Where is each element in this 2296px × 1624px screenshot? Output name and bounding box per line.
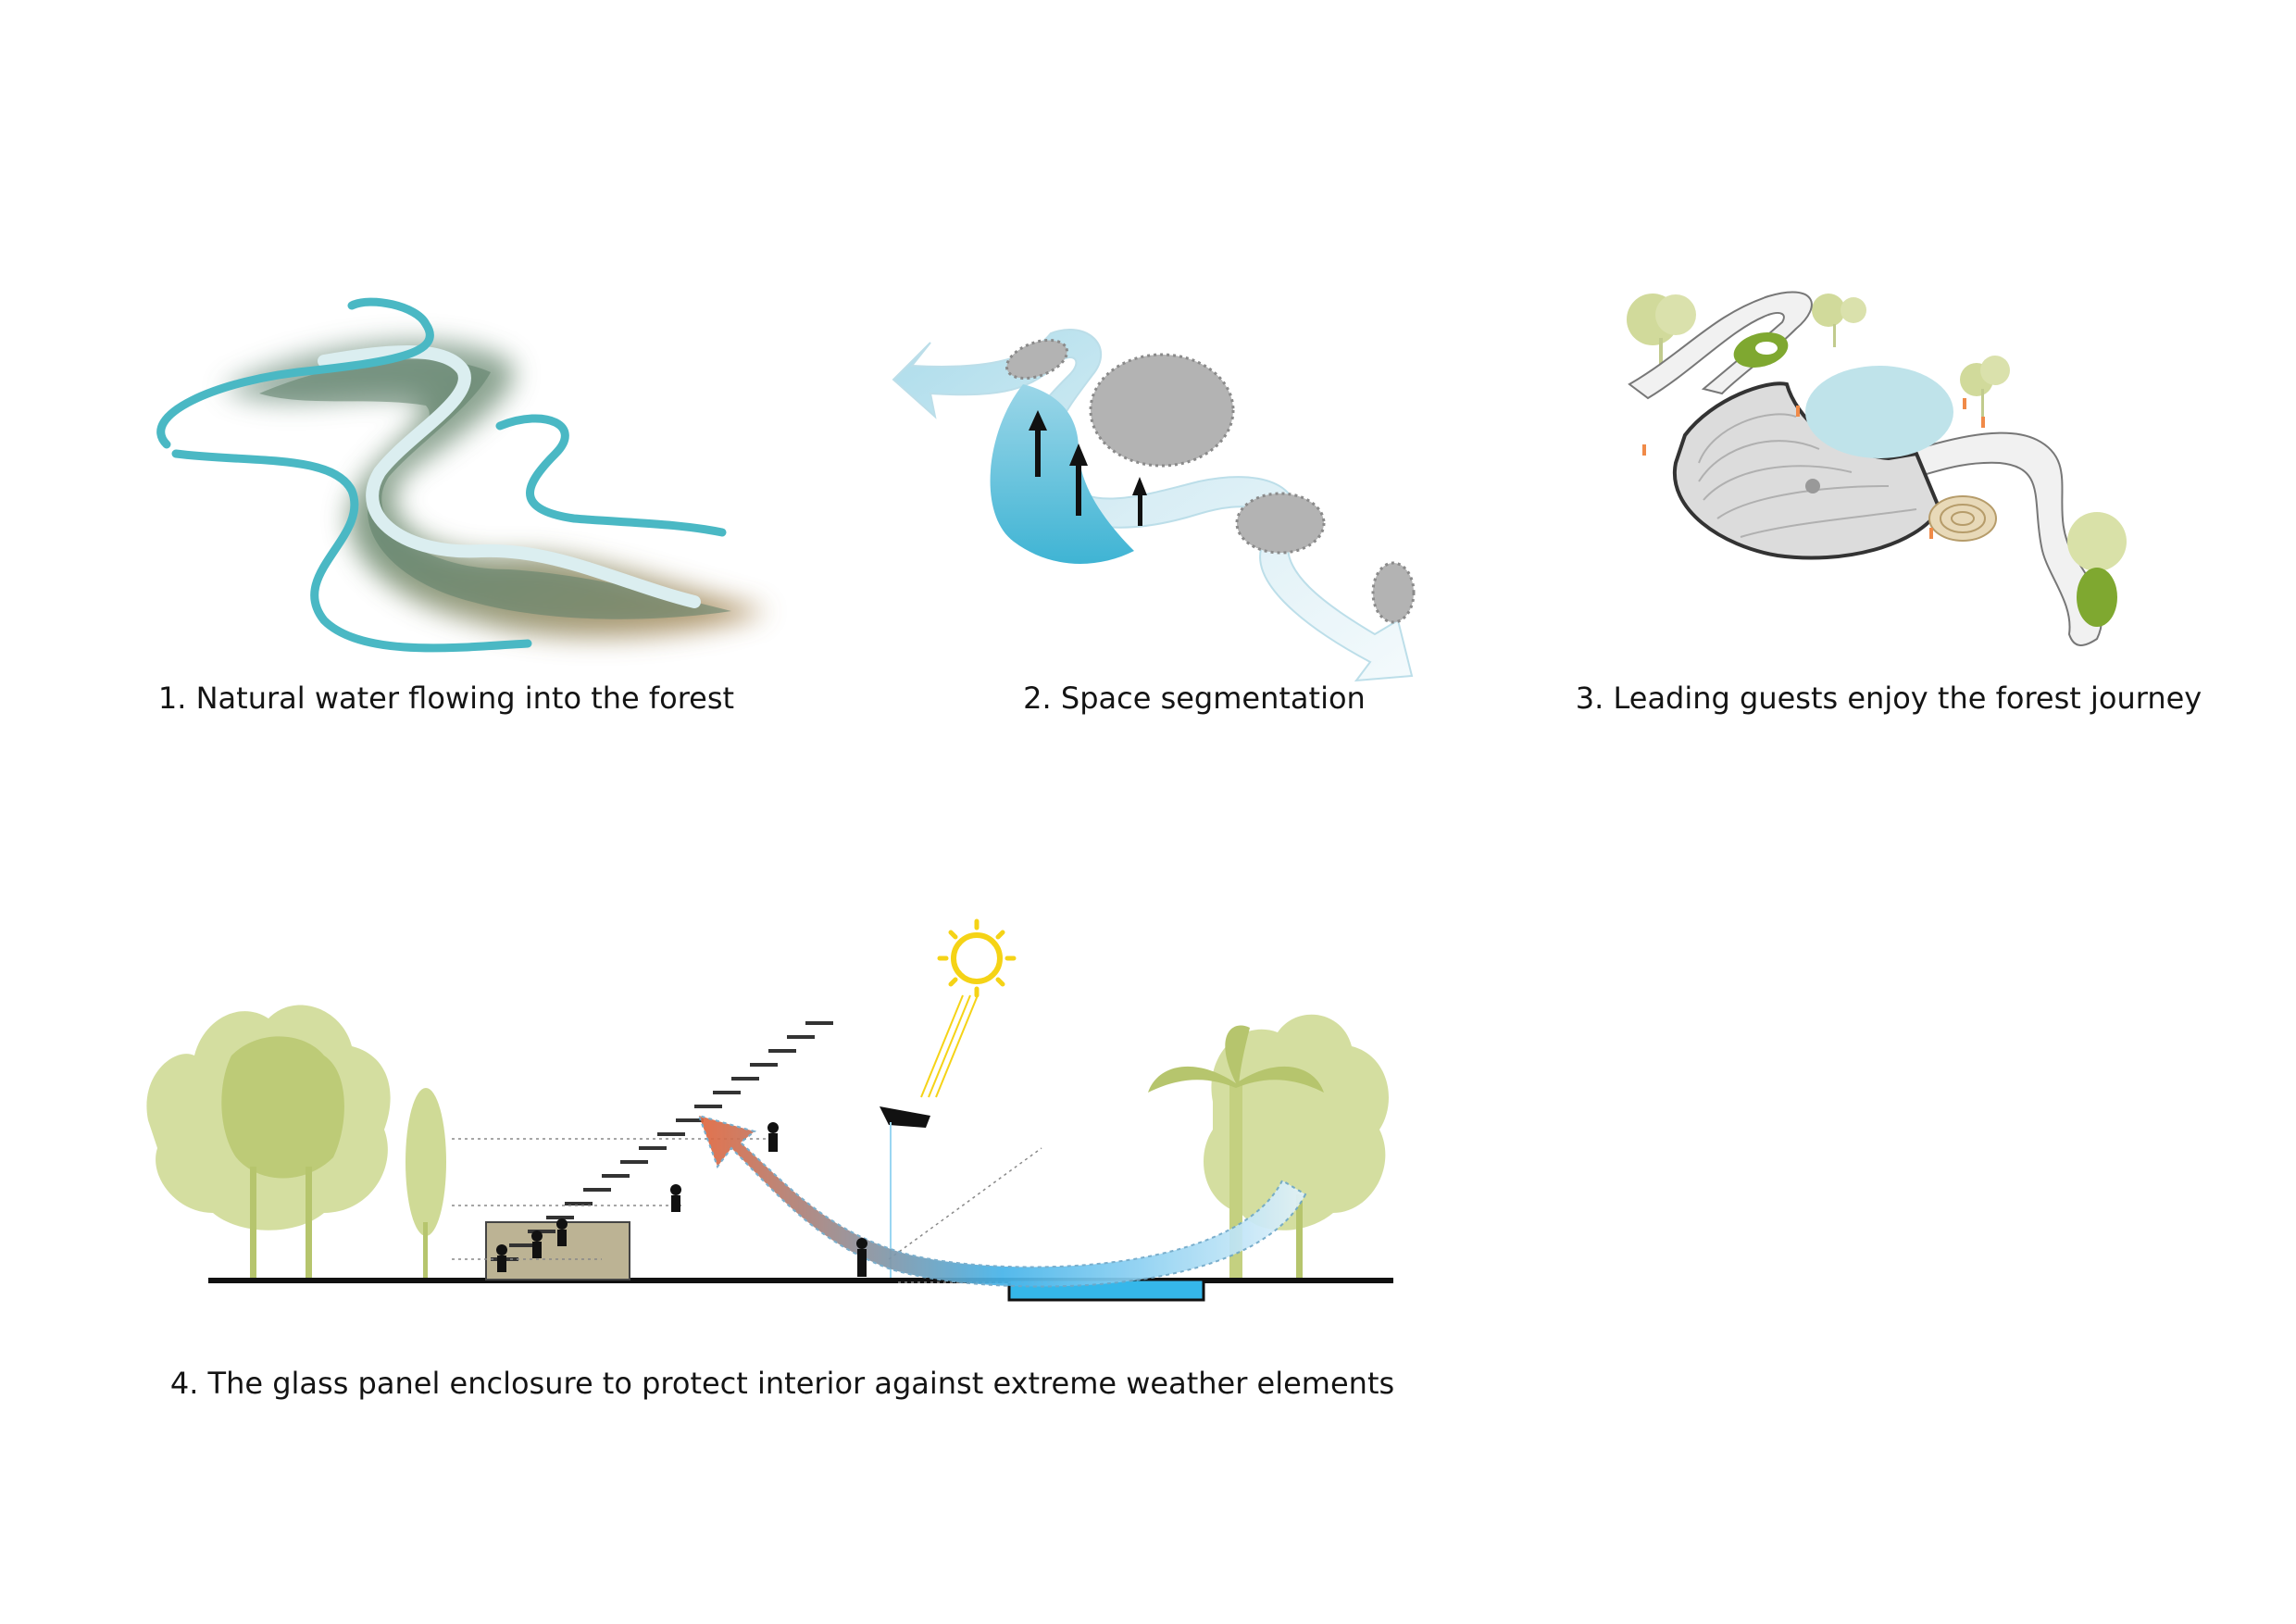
person-marker-icon xyxy=(1642,398,1985,539)
river-illustration xyxy=(156,297,768,653)
river-outline-right xyxy=(495,414,727,537)
pool-area xyxy=(990,384,1134,564)
walkway-ribbon-right xyxy=(1915,431,2103,646)
island-medium xyxy=(1235,492,1326,555)
pavilion-center-dot xyxy=(1805,479,1820,493)
caption-forest-journey: 3. Leading guests enjoy the forest journ… xyxy=(1575,681,2202,716)
ground-line xyxy=(208,1278,1393,1283)
pavilion-contour-lines xyxy=(1698,413,1917,538)
tree-icon xyxy=(1204,1014,1389,1278)
island-small-bottom xyxy=(1371,561,1416,624)
sun-icon xyxy=(920,918,1017,1098)
caption-glass-enclosure: 4. The glass panel enclosure to protect … xyxy=(169,1366,1395,1401)
land-core xyxy=(259,359,731,619)
walkway-ribbon-top xyxy=(1628,291,1813,400)
island-small-top xyxy=(1004,338,1069,381)
spiral-seat xyxy=(1928,495,1997,542)
river-outline-middle xyxy=(171,449,532,653)
panel-natural-water xyxy=(139,297,824,657)
caption-natural-water: 1. Natural water flowing into the forest xyxy=(157,681,735,716)
panel-space-segmentation xyxy=(892,329,1467,690)
tree-icon xyxy=(146,1005,391,1278)
canopy-plate xyxy=(880,1106,930,1128)
up-arrow-icon xyxy=(1029,410,1047,477)
pool-ellipse xyxy=(1805,366,1953,458)
cypress-tree-icon xyxy=(406,1088,446,1278)
section-illustration xyxy=(146,918,1393,1302)
tree-icon xyxy=(1812,294,1866,347)
up-arrow-icon xyxy=(1132,477,1147,526)
inner-river xyxy=(318,345,701,608)
island-large xyxy=(1089,353,1235,468)
tree-icon xyxy=(2067,512,2127,627)
panel-glass-enclosure xyxy=(139,917,1398,1352)
airflow-arc xyxy=(697,1114,1307,1288)
person-silhouette-icon xyxy=(496,1122,867,1277)
journey-illustration xyxy=(1627,291,2127,646)
tree-icon xyxy=(1627,294,1696,375)
fire-pit-icon xyxy=(1755,342,1778,355)
tree-icon xyxy=(1960,356,2010,417)
panel-forest-journey xyxy=(1611,278,2166,657)
flow-ribbon xyxy=(892,329,1414,682)
segmentation-illustration xyxy=(892,329,1416,682)
palm-tree-icon xyxy=(1148,1025,1324,1278)
staircase xyxy=(491,1021,833,1261)
caption-space-segmentation: 2. Space segmentation xyxy=(1023,681,1366,716)
river-outline-upper xyxy=(156,297,434,449)
up-arrow-icon xyxy=(1069,443,1088,516)
